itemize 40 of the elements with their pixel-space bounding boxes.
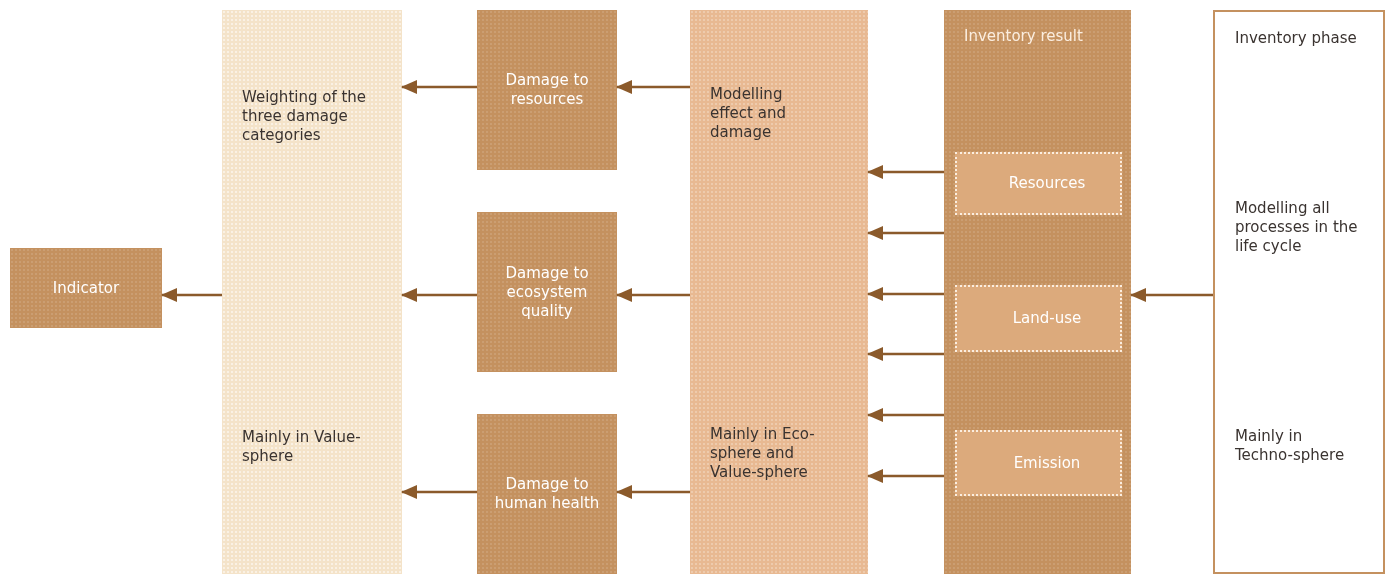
process-box xyxy=(477,414,617,574)
node-label: Inventory phase xyxy=(1235,29,1358,48)
arrow xyxy=(616,80,690,94)
process-box xyxy=(944,10,1131,574)
inventory-box xyxy=(955,430,1122,496)
phase-column xyxy=(690,10,868,574)
inventory-box xyxy=(955,285,1122,352)
arrow xyxy=(401,288,477,302)
node-label: Modelling all processes in the life cycle xyxy=(1235,199,1359,256)
node-label: Modelling effect and damage xyxy=(710,85,787,142)
node-label: Emission xyxy=(1012,453,1082,473)
arrow xyxy=(867,408,944,422)
phase-column xyxy=(222,10,402,574)
arrow xyxy=(616,288,690,302)
process-box xyxy=(477,212,617,372)
arrow xyxy=(867,165,944,179)
arrow xyxy=(616,485,690,499)
node-label: Inventory result xyxy=(964,27,1084,46)
inventory-box xyxy=(955,152,1122,215)
arrow xyxy=(1130,288,1213,302)
node-label: Mainly in Value-sphere xyxy=(242,428,362,466)
arrow xyxy=(161,288,222,302)
node-label: Damage to ecosystem quality xyxy=(504,263,590,321)
node-label: Resources xyxy=(1007,174,1087,193)
phase-column xyxy=(1213,10,1385,574)
process-box xyxy=(477,10,617,170)
node-label: Mainly in Eco-sphere and Value-sphere xyxy=(710,425,816,482)
arrow xyxy=(867,287,944,301)
arrow xyxy=(401,80,477,94)
arrow xyxy=(867,347,944,361)
node-label: Land-use xyxy=(1011,309,1083,328)
node-label: Indicator xyxy=(51,278,121,298)
process-box xyxy=(10,248,162,328)
node-label: Mainly in Techno-sphere xyxy=(1235,427,1346,465)
node-label: Weighting of the three damage categories xyxy=(242,88,368,145)
node-label: Damage to resources xyxy=(504,71,590,109)
arrow xyxy=(867,226,944,240)
arrow xyxy=(867,469,944,483)
node-label: Damage to human health xyxy=(493,475,601,513)
arrow xyxy=(401,485,477,499)
